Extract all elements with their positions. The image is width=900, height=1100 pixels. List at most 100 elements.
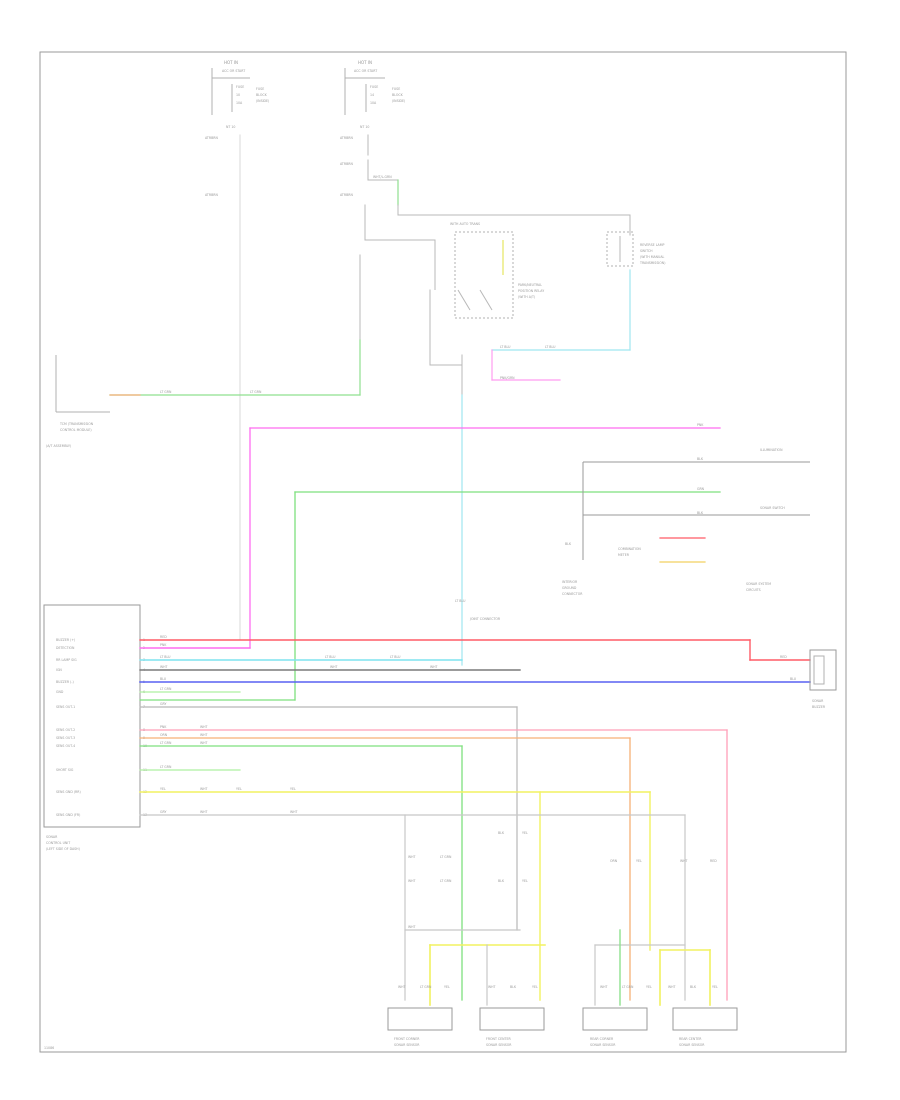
svg-text:NT 10: NT 10 [360, 125, 369, 129]
pin-label: IGN [56, 668, 62, 672]
wire-tag: WHT [200, 733, 208, 737]
wire-tag: YEL [160, 787, 166, 791]
wire-tag: BLK [690, 985, 697, 989]
svg-text:(INSIDE): (INSIDE) [256, 99, 269, 103]
wire-tag: BLU [790, 677, 797, 681]
svg-text:FUSE: FUSE [236, 85, 244, 89]
wire-tag: LT BLU [390, 655, 401, 659]
footer-code: 11086 [44, 1046, 54, 1050]
svg-text:10: 10 [236, 93, 240, 97]
svg-text:GRN: GRN [697, 487, 705, 491]
svg-text:TRANSMISSION): TRANSMISSION) [639, 261, 665, 265]
svg-text:PARK/NEUTRAL: PARK/NEUTRAL [518, 283, 542, 287]
wire-tag: LT BLU [325, 655, 336, 659]
wire-tag: YEL [290, 787, 296, 791]
wire-tag: BLK [498, 831, 505, 835]
wire-tag: LT GRN [622, 985, 634, 989]
wire-tag: BLK [510, 985, 517, 989]
diagram-frame [39, 51, 847, 1053]
svg-text:BLOCK: BLOCK [256, 93, 268, 97]
svg-text:(WITH MANUAL: (WITH MANUAL [640, 255, 665, 259]
wire-tag: WHT [290, 810, 298, 814]
svg-text:SONAR SENSOR: SONAR SENSOR [679, 1043, 705, 1047]
svg-text:FUSE: FUSE [370, 85, 378, 89]
sensor-front-corner [387, 1007, 453, 1031]
wire-tag: YEL [532, 985, 538, 989]
svg-text:14: 14 [370, 93, 374, 97]
wire-tag: RED [160, 635, 167, 639]
wire-tag: WHT [600, 985, 608, 989]
svg-text:METER: METER [618, 553, 630, 557]
pin-label: DETECTION [56, 646, 75, 650]
control-unit-wires [139, 639, 811, 1001]
svg-text:PNK/GRN: PNK/GRN [500, 376, 515, 380]
feed-wires [239, 134, 631, 641]
sonar-buzzer: SONAR BUZZER [809, 649, 837, 709]
svg-text:BUZZER: BUZZER [812, 705, 826, 709]
fuse-left-sub: ACC OR START [222, 69, 245, 73]
fuse-left-title: HOT IN [224, 60, 238, 65]
wire-tag: RED [780, 655, 787, 659]
sensor-rear-center [672, 1007, 738, 1031]
pin-label: SHORT SIG [56, 768, 74, 772]
svg-text:ATRBRN: ATRBRN [205, 193, 218, 197]
svg-text:FRONT CENTER: FRONT CENTER [486, 1037, 511, 1041]
svg-text:BLK: BLK [565, 542, 572, 546]
wire-tag: WHT [680, 859, 688, 863]
pin-label: SENS OUT-2 [56, 728, 75, 732]
svg-text:SONAR: SONAR [812, 699, 824, 703]
sensor-front-center [479, 1007, 545, 1031]
svg-text:SONAR SENSOR: SONAR SENSOR [394, 1043, 420, 1047]
fuse-box-right: HOT IN ACC OR START FUSE 14 10A FUSE BLO… [344, 60, 405, 129]
wire-tag: LT GRN [440, 879, 452, 883]
svg-text:SWITCH: SWITCH [640, 249, 653, 253]
tcm-left: TCM (TRANSMISSION CONTROL MODULE) (A/T A… [46, 355, 110, 448]
pin-label: SENS GND (RR) [56, 790, 81, 794]
svg-text:BLK: BLK [697, 511, 704, 515]
wire-tag: GRY [160, 810, 166, 814]
wire-tag: PNK [160, 643, 167, 647]
svg-text:(INSIDE): (INSIDE) [392, 99, 405, 103]
wire-tag: PNK [160, 725, 167, 729]
wire-tag: YEL [712, 985, 718, 989]
svg-text:FRONT CORNER: FRONT CORNER [394, 1037, 420, 1041]
svg-text:SONAR SWITCH: SONAR SWITCH [760, 506, 785, 510]
sensor-rear-corner [582, 1007, 648, 1031]
wire-tag: LT BLU [160, 655, 171, 659]
svg-text:10A: 10A [236, 101, 243, 105]
svg-text:ATRBRN: ATRBRN [340, 136, 353, 140]
wire-tag: WHT [430, 665, 438, 669]
wire-tag: YEL [646, 985, 652, 989]
pin-label: GND [56, 690, 64, 694]
wire-tag: WHT [200, 787, 208, 791]
svg-text:10A: 10A [370, 101, 377, 105]
svg-text:LT GRN: LT GRN [160, 390, 172, 394]
fuse-box-left: HOT IN ACC OR START FUSE 10 10A FUSE BLO… [211, 60, 269, 129]
svg-text:FUSE: FUSE [392, 87, 400, 91]
pin-label: RR LAMP SIG [56, 658, 77, 662]
svg-text:PNK: PNK [697, 423, 704, 427]
pin-label: BUZZER (-) [56, 680, 74, 684]
svg-text:LT BLU: LT BLU [455, 599, 466, 603]
svg-text:LT BLU: LT BLU [500, 345, 511, 349]
svg-text:SONAR SENSOR: SONAR SENSOR [590, 1043, 616, 1047]
wire-tag: LT GRN [440, 855, 452, 859]
svg-text:(WITH A/T): (WITH A/T) [518, 295, 535, 299]
wire-tag: ORN [160, 733, 168, 737]
wire-tag: YEL [522, 831, 528, 835]
svg-text:LT BLU: LT BLU [545, 345, 556, 349]
svg-text:CONTROL UNIT: CONTROL UNIT [46, 841, 70, 845]
svg-text:BLK: BLK [697, 457, 704, 461]
reverse-lamp-switch: REVERSE LAMP SWITCH (WITH MANUAL TRANSMI… [606, 231, 665, 267]
svg-text:NT 10: NT 10 [226, 125, 235, 129]
wire-tag: WHT [200, 741, 208, 745]
svg-text:JOINT CONNECTOR: JOINT CONNECTOR [469, 617, 501, 621]
park-neutral-relay: PARK/NEUTRAL POSITION RELAY (WITH A/T) W… [434, 222, 544, 319]
pin-label: BUZZER (+) [56, 638, 75, 642]
pin-label: SENS GND (FR) [56, 813, 80, 817]
wire-tag: LT GRN [420, 985, 432, 989]
svg-text:ILLUMINATION: ILLUMINATION [760, 448, 783, 452]
svg-text:ATRBRN: ATRBRN [340, 162, 353, 166]
